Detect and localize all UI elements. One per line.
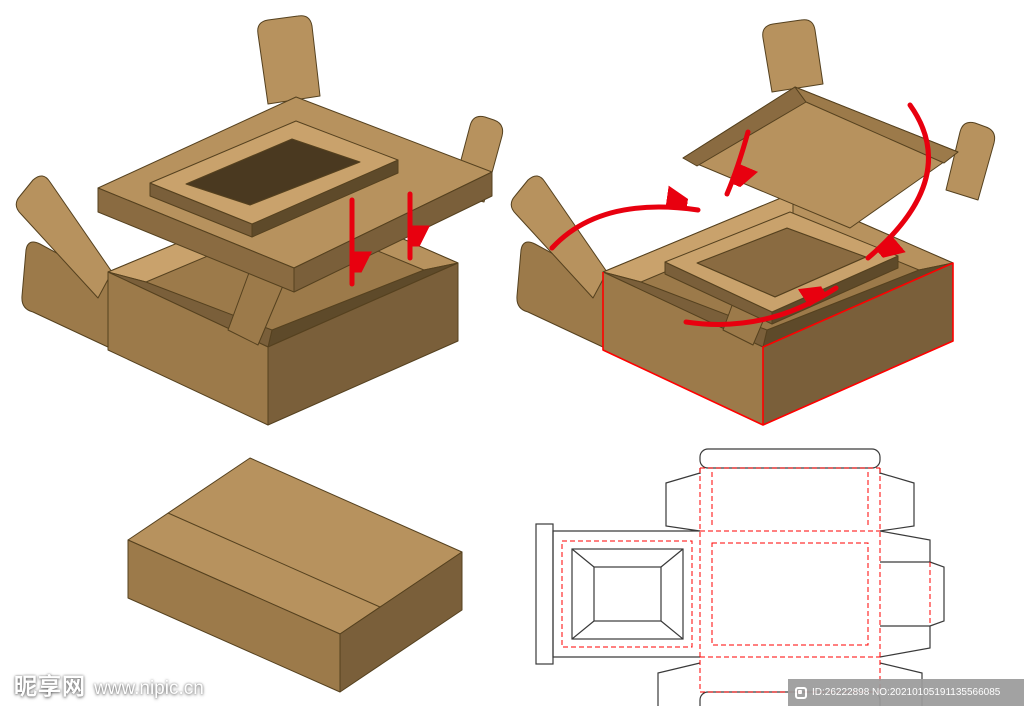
dieline-cut-lines	[552, 468, 945, 706]
site-watermark: 昵享网 www.nipic.cn	[14, 667, 204, 701]
dieline-window-inner	[593, 566, 662, 622]
site-url: www.nipic.cn	[94, 678, 204, 699]
lid-top-tab	[257, 15, 321, 105]
dieline-window-outer	[571, 548, 684, 640]
red-glue-edges	[602, 262, 954, 426]
insert-direction-arrows	[349, 191, 410, 287]
dieline-fold-lines	[699, 467, 931, 693]
window-frame-ring	[149, 120, 399, 225]
fold-direction-arrows	[549, 102, 932, 327]
box-side-face	[339, 551, 463, 693]
site-name: 昵享网	[14, 673, 86, 699]
dieline-top-glue-tab	[699, 448, 881, 469]
curved-arrow	[865, 102, 932, 258]
lid-inner-flap-right	[794, 86, 959, 164]
image-id-bar: ID:26222898 NO:20210105191135566085	[788, 679, 1024, 706]
figure-flat-dieline	[535, 448, 945, 706]
figure-assembly-step2	[510, 19, 996, 426]
lid-lip-right	[293, 171, 493, 293]
open-lid	[682, 19, 996, 229]
figure-closed-box	[127, 457, 463, 693]
id-badge-icon	[795, 686, 807, 699]
image-id-text: ID:26222898 NO:20210105191135566085	[812, 687, 1001, 698]
dieline-left-strip	[535, 523, 554, 665]
curved-arrow	[683, 288, 839, 327]
lid-top-tab	[762, 19, 824, 93]
curved-arrow	[724, 129, 748, 197]
window-insert-lid	[97, 15, 504, 293]
box-lid-seam	[167, 512, 381, 608]
lid-right-tab	[945, 121, 996, 201]
figure-assembly-step1	[15, 15, 504, 426]
curved-arrow	[549, 207, 701, 251]
dieline-fold-rect-main	[711, 542, 869, 646]
dieline-fold-rect-window	[561, 540, 693, 648]
